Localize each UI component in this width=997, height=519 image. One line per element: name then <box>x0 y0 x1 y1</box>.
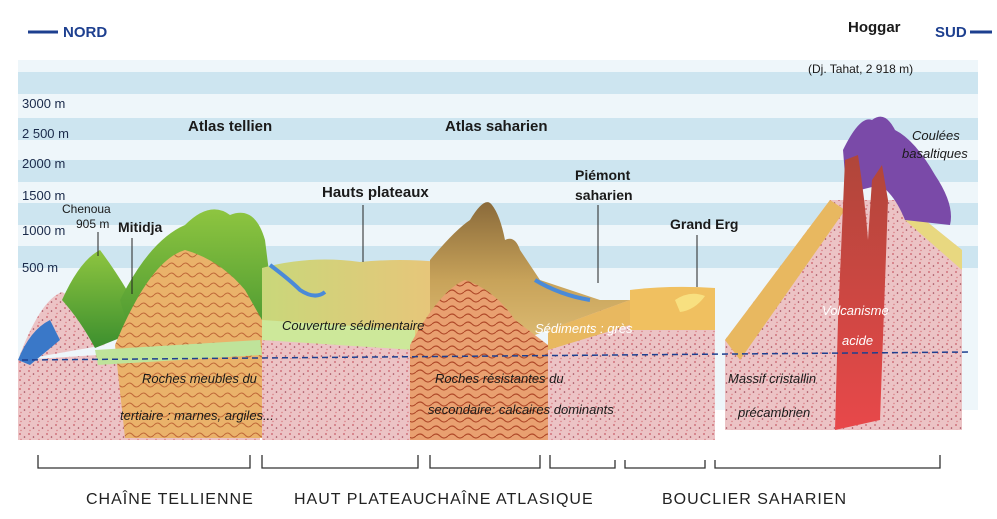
region-haut-plateau: HAUT PLATEAU <box>294 491 425 508</box>
altitude-500: 500 m <box>22 260 58 275</box>
massif-1: Massif cristallin <box>728 371 816 386</box>
hoggar-detail: (Dj. Tahat, 2 918 m) <box>808 62 913 76</box>
region-bouclier-saharien: BOUCLIER SAHARIEN <box>662 491 847 508</box>
roches-meubles-1: Roches meubles du <box>142 371 257 386</box>
piemont-label-1: Piémont <box>575 167 631 183</box>
roches-resistantes-2: secondaire: calcaires dominants <box>428 402 614 417</box>
hoggar-label: Hoggar <box>848 19 901 36</box>
chenoua-name: Chenoua <box>62 202 111 216</box>
altitude-1500: 1500 m <box>22 188 65 203</box>
region-brackets <box>38 455 940 468</box>
dunes <box>630 287 715 330</box>
atlas-tellien-label: Atlas tellien <box>188 118 272 135</box>
altitude-2500: 2 500 m <box>22 126 69 141</box>
block-erg <box>630 287 715 440</box>
altitude-1000: 1000 m <box>22 223 65 238</box>
region-chaine-atlasique: CHAÎNE ATLASIQUE <box>425 489 594 508</box>
coulees-label-2: basaltiques <box>902 146 968 161</box>
roches-resistantes-1: Roches résistantes du <box>435 371 564 386</box>
volcanisme-2: acide <box>842 333 873 348</box>
massif-2: précambrien <box>737 405 810 420</box>
altitude-3000: 3000 m <box>22 96 65 111</box>
mitidja-label: Mitidja <box>118 219 163 235</box>
altitude-2000: 2000 m <box>22 156 65 171</box>
hauts-plateaux-label: Hauts plateaux <box>322 184 429 201</box>
north-label: NORD <box>63 24 107 41</box>
region-chaine-tellienne: CHAÎNE TELLIENNE <box>86 489 254 508</box>
piemont-label-2: saharien <box>575 187 633 203</box>
coulees-label-1: Coulées <box>912 128 960 143</box>
south-label: SUD <box>935 24 967 41</box>
atlas-saharien-label: Atlas saharien <box>445 118 548 135</box>
direction-south: SUD <box>935 24 992 41</box>
couverture-label: Couverture sédimentaire <box>282 318 424 333</box>
roches-meubles-2: tertiaire : marnes, argiles... <box>120 408 274 423</box>
direction-north: NORD <box>28 24 107 41</box>
chenoua-height: 905 m <box>76 217 109 231</box>
volcanisme-1: Volcanisme <box>822 303 889 318</box>
sediments-label: Sédiments : grès <box>535 321 633 336</box>
grand-erg-label: Grand Erg <box>670 216 738 232</box>
